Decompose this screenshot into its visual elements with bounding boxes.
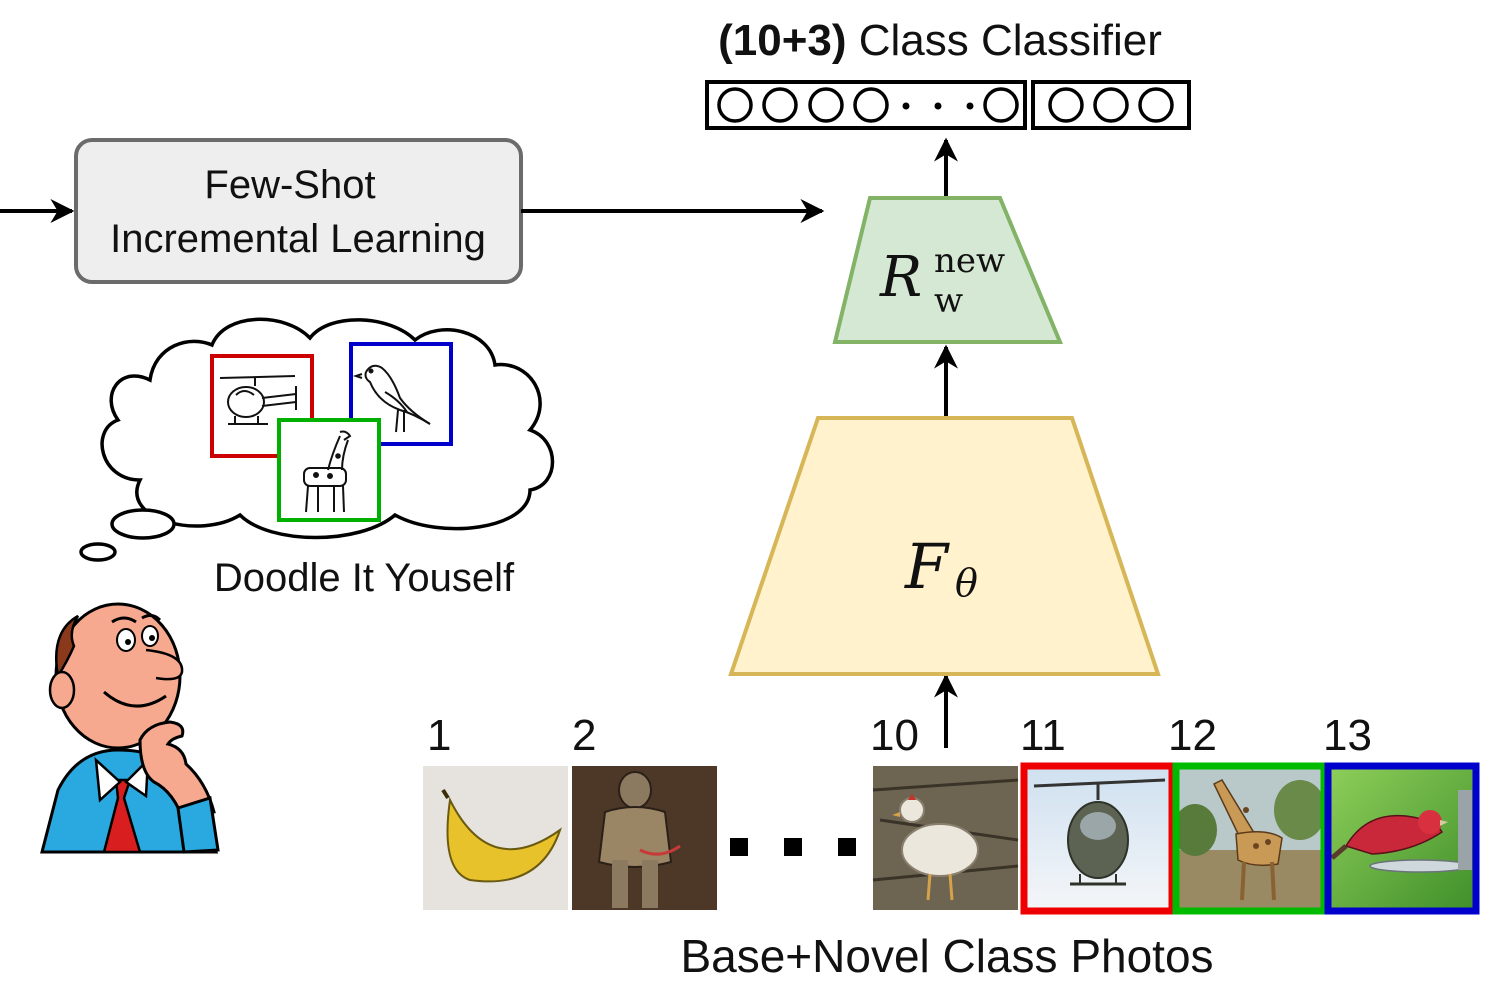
output-node <box>717 87 753 123</box>
classifier-output-layer <box>705 80 1191 130</box>
backbone-label: F θ <box>904 530 978 605</box>
photo-helicopter <box>1020 762 1176 915</box>
backbone-symbol: F <box>904 530 950 603</box>
output-node <box>1138 87 1174 123</box>
photo-finch <box>1324 762 1480 915</box>
collar <box>94 756 150 803</box>
photo-giraffe <box>1172 762 1328 915</box>
photo-number: 13 <box>1323 711 1372 760</box>
thinking-man-illustration <box>40 602 220 854</box>
photo-number: 12 <box>1168 711 1217 760</box>
output-node <box>1048 87 1084 123</box>
output-node <box>808 87 844 123</box>
nose <box>145 648 184 681</box>
head-classifier-trapezoid <box>832 196 1063 344</box>
sleeve-cuff <box>176 796 220 854</box>
photo-strip: 1 2 10 11 12 13 <box>423 711 1480 982</box>
bird-sketch-icon <box>352 364 431 433</box>
photo-hen <box>872 766 1019 910</box>
output-node <box>983 87 1019 123</box>
thought-bubble-small <box>79 542 117 562</box>
head-symbol: R <box>879 245 922 310</box>
photos-caption: Base+Novel Class Photos <box>680 930 1213 982</box>
output-node <box>853 87 889 123</box>
fscil-line1: Few-Shot <box>204 163 375 207</box>
novel-class-nodes <box>1048 87 1174 123</box>
hand <box>138 720 216 824</box>
output-node <box>1093 87 1129 123</box>
photo-number: 11 <box>1020 711 1066 760</box>
ellipsis-dots <box>902 102 974 110</box>
doodle-giraffe <box>277 418 381 522</box>
doodle-helicopter <box>210 354 314 458</box>
smile <box>103 690 167 708</box>
head-subscript: w <box>934 281 963 321</box>
hair <box>54 614 80 680</box>
ear <box>48 670 76 710</box>
helicopter-sketch-icon <box>219 375 297 425</box>
giraffe-sketch-icon <box>303 430 352 513</box>
thought-bubble-large <box>110 508 176 540</box>
photo-banana <box>423 766 568 910</box>
output-node <box>762 87 798 123</box>
base-class-nodes <box>717 87 1019 123</box>
head-label: R new w <box>879 241 1005 321</box>
photo-number: 10 <box>870 711 919 760</box>
backbone-trapezoid <box>728 416 1161 676</box>
head-superscript: new <box>934 241 1005 281</box>
fscil-line2: Incremental Learning <box>110 217 486 261</box>
photo-number: 2 <box>572 711 596 760</box>
classifier-title: (10+3) Class Classifier <box>718 16 1162 65</box>
photo-armor <box>572 766 717 910</box>
doodle-caption: Doodle It Youself <box>214 556 515 600</box>
backbone-subscript: θ <box>955 561 978 605</box>
photo-ellipsis <box>730 838 856 856</box>
photo-number: 1 <box>427 711 451 760</box>
